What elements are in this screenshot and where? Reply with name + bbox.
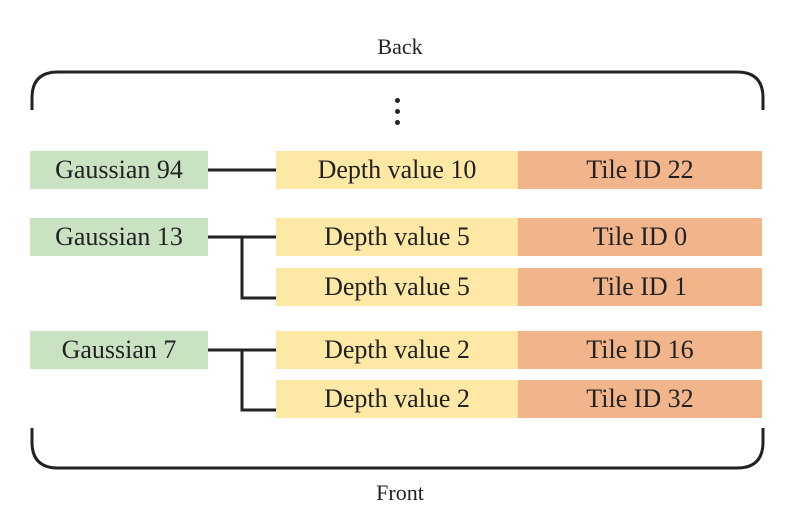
tile-cell: Tile ID 22 xyxy=(518,151,762,189)
tile-cell: Tile ID 1 xyxy=(518,268,762,306)
gaussian-box: Gaussian 13 xyxy=(30,218,208,256)
bottom-bracket xyxy=(30,428,765,470)
connector-13-b xyxy=(240,237,276,300)
ellipsis-icon xyxy=(392,98,402,131)
depth-cell: Depth value 2 xyxy=(276,380,518,418)
tile-cell: Tile ID 32 xyxy=(518,380,762,418)
depth-cell: Depth value 10 xyxy=(276,151,518,189)
gaussian-box: Gaussian 94 xyxy=(30,151,208,189)
depth-cell: Depth value 2 xyxy=(276,331,518,369)
depth-cell: Depth value 5 xyxy=(276,218,518,256)
depth-cell: Depth value 5 xyxy=(276,268,518,306)
tile-cell: Tile ID 0 xyxy=(518,218,762,256)
top-bracket xyxy=(30,70,765,110)
tile-cell: Tile ID 16 xyxy=(518,331,762,369)
front-label: Front xyxy=(376,480,424,505)
gaussian-box: Gaussian 7 xyxy=(30,331,208,369)
connector-7-b xyxy=(240,350,276,412)
back-label: Back xyxy=(377,34,423,59)
